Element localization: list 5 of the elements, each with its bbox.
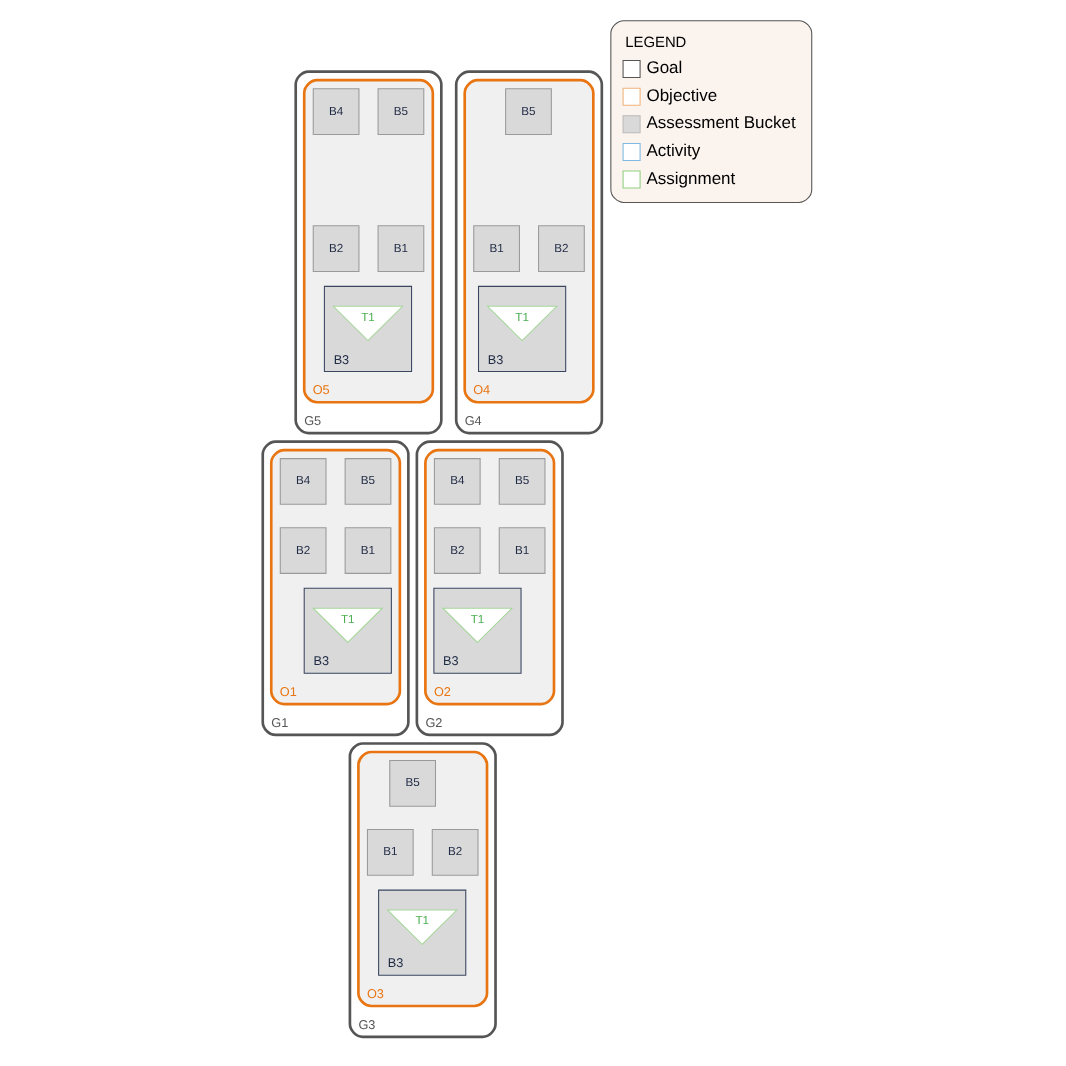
legend-label: Assessment Bucket [646, 112, 796, 133]
legend-label: Goal [646, 57, 683, 78]
legend-label: Activity [646, 139, 701, 160]
legend-label: Objective [646, 84, 718, 105]
legend-label: Assignment [646, 167, 736, 188]
